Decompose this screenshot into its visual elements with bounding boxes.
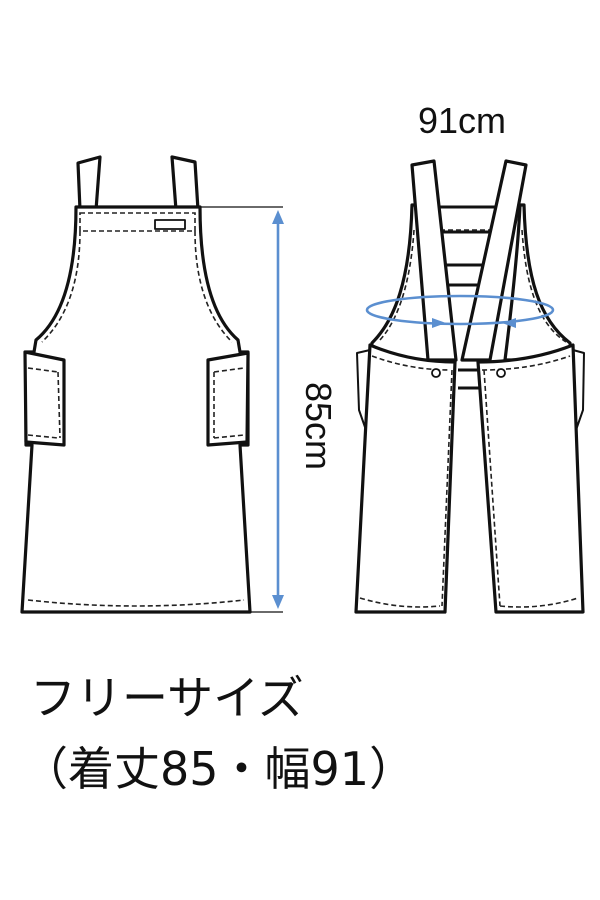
apron-back-view (354, 159, 585, 614)
front-left-pocket (23, 350, 66, 447)
width-measurement-label: 91cm (418, 100, 507, 141)
arrow-up-icon (272, 210, 284, 224)
front-right-strap (170, 155, 200, 212)
right-button-icon (496, 368, 506, 378)
length-dimension (200, 206, 284, 613)
front-hem-stitch (27, 599, 245, 607)
front-right-pocket (206, 351, 250, 447)
back-right-strap (460, 159, 528, 362)
size-detail: （着丈85・幅91） (22, 742, 416, 796)
front-left-pocket-stitch (27, 367, 61, 439)
arrow-right-icon (432, 318, 446, 328)
arrow-down-icon (272, 595, 284, 609)
front-right-pocket-stitch (213, 367, 245, 439)
front-left-strap (76, 155, 102, 212)
apron-front-view (20, 155, 252, 614)
back-crossbars (438, 205, 500, 390)
front-pen-loop (154, 219, 186, 230)
arrow-left-icon (502, 318, 516, 328)
front-edge-stitch-right (194, 230, 233, 343)
back-left-panel (354, 343, 457, 614)
back-right-panel (476, 343, 585, 614)
left-button-icon (431, 368, 441, 378)
width-ellipse (365, 294, 555, 326)
size-name: フリーサイズ (30, 671, 304, 725)
width-dimension (365, 294, 555, 328)
length-measurement-label: 85cm (298, 381, 339, 471)
front-edge-stitch-left (41, 230, 81, 343)
back-left-strap (410, 159, 458, 362)
